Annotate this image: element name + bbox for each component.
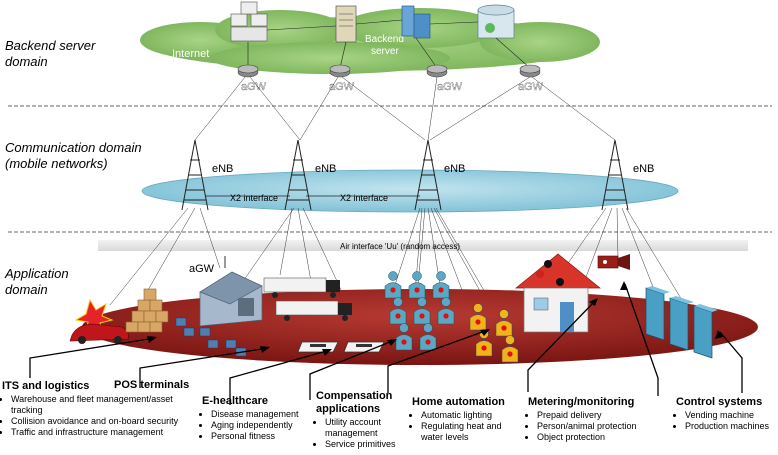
application-domain-label-line2: domain xyxy=(5,282,48,297)
category-item: Aging independently xyxy=(211,420,312,431)
people-cluster xyxy=(384,271,455,351)
air-interface-label: Air interface 'Uu' (random access) xyxy=(340,242,460,251)
category-title: Control systems xyxy=(676,396,763,408)
house-icon xyxy=(515,253,601,333)
enb-tower-icon-4 xyxy=(601,139,629,211)
person-icon xyxy=(408,271,426,299)
category-item: Disease management xyxy=(211,409,312,420)
warehouse-building-icon xyxy=(199,256,263,327)
category-compensation-applications: Compensation applications Utility accoun… xyxy=(316,390,412,450)
cargo-boxes-icon xyxy=(125,288,169,333)
category-item: Automatic lighting xyxy=(421,410,522,421)
category-pos-terminals: POS terminals xyxy=(114,379,214,392)
server-tower-icon xyxy=(335,5,357,43)
truck-icon-1 xyxy=(263,277,340,298)
category-item: Production machines xyxy=(685,421,776,432)
category-metering-monitoring: Metering/monitoring Prepaid delivery Per… xyxy=(528,396,658,443)
data-center-building-icon xyxy=(401,5,431,39)
control-panel-icon-2 xyxy=(669,296,694,351)
category-title: Home automation xyxy=(412,396,505,408)
control-panel-icon-1 xyxy=(645,286,670,341)
backend-domain-label-line2: domain xyxy=(5,54,48,69)
patient-icon xyxy=(495,309,513,337)
category-pointer-arrowheads xyxy=(147,281,723,356)
person-icon xyxy=(395,323,413,351)
category-title: POS terminals xyxy=(114,379,190,391)
backend-server-label-line2: server xyxy=(371,46,399,57)
category-item: Prepaid delivery xyxy=(537,410,658,421)
agw-to-enb-links xyxy=(194,76,616,141)
enb-label-3: eNB xyxy=(444,163,465,175)
backend-domain-label: Backend server domain xyxy=(5,38,95,70)
enb-tower-icon-1 xyxy=(181,139,209,211)
person-icon xyxy=(419,323,437,351)
agw-label-4: aGW xyxy=(518,81,544,93)
enb-label-1: eNB xyxy=(212,163,233,175)
x2-interface-label-2: X2 interface xyxy=(340,193,388,203)
backend-domain-label-line1: Backend server xyxy=(5,38,96,53)
enb-tower-icon-2 xyxy=(284,139,312,211)
category-pointer-arrows xyxy=(29,283,743,405)
category-home-automation: Home automation Automatic lighting Regul… xyxy=(412,396,522,443)
category-item: Traffic and infrastructure management xyxy=(11,427,192,438)
category-its-logistics: ITS and logistics Warehouse and fleet ma… xyxy=(2,380,192,438)
category-title: Metering/monitoring xyxy=(528,396,635,408)
yellow-people-cluster xyxy=(469,303,519,363)
enb-label-2: eNB xyxy=(315,163,336,175)
person-icon xyxy=(389,297,407,325)
agw-router-icon-3 xyxy=(426,64,448,78)
crash-car-icon xyxy=(69,298,129,344)
category-title: E-healthcare xyxy=(202,395,269,407)
category-e-healthcare: E-healthcare Disease management Aging in… xyxy=(202,395,312,442)
backend-server-label-line1: Backend xyxy=(365,34,404,45)
pos-terminal-icon-1 xyxy=(297,341,339,353)
backend-links xyxy=(247,19,531,69)
person-icon xyxy=(413,297,431,325)
pos-terminal-icon-2 xyxy=(343,341,385,353)
agw-router-icon-1 xyxy=(237,64,259,78)
office-building-icon xyxy=(477,4,515,39)
category-item: Collision avoidance and on-board securit… xyxy=(11,416,192,427)
communication-domain-label-line2: (mobile networks) xyxy=(5,156,108,171)
category-item: Service primitives xyxy=(325,439,412,450)
truck-icon-2 xyxy=(275,300,352,321)
server-rack-icon xyxy=(230,1,268,42)
control-panel-icon-3 xyxy=(693,304,718,359)
patient-icon xyxy=(469,303,487,331)
air-interface-bar xyxy=(98,240,748,251)
application-agw-label: aGW xyxy=(189,263,215,275)
x2-interface-label-1: X2 interface xyxy=(230,193,278,203)
agw-label-3: aGW xyxy=(437,81,463,93)
camera-icon xyxy=(597,254,630,270)
agw-router-icon-2 xyxy=(329,64,351,78)
x2-interface-ellipse xyxy=(141,169,679,213)
application-domain-label: Application domain xyxy=(5,266,69,298)
category-item: Vending machine xyxy=(685,410,776,421)
person-icon xyxy=(432,271,450,299)
enb-tower-icon-3 xyxy=(414,139,442,211)
communication-domain-label-line1: Communication domain xyxy=(5,140,142,155)
patient-icon xyxy=(501,335,519,363)
category-item: Person/animal protection xyxy=(537,421,658,432)
enb-label-4: eNB xyxy=(633,163,654,175)
category-title: ITS and logistics xyxy=(2,380,90,392)
agw-router-icon-4 xyxy=(519,64,541,78)
agw-label-2: aGW xyxy=(329,81,355,93)
person-icon xyxy=(384,271,402,299)
category-item: Personal fitness xyxy=(211,431,312,442)
category-title: Compensation applications xyxy=(316,390,393,415)
internet-label: Internet xyxy=(172,48,209,60)
application-domain-label-line1: Application xyxy=(5,266,69,281)
category-control-systems: Control systems Vending machine Producti… xyxy=(676,396,776,432)
person-icon xyxy=(437,297,455,325)
category-item: Warehouse and fleet management/asset tra… xyxy=(11,394,192,416)
category-item: Utility account management xyxy=(325,417,412,439)
category-item: Regulating heat and water levels xyxy=(421,421,522,443)
category-item: Object protection xyxy=(537,432,658,443)
communication-domain-label: Communication domain (mobile networks) xyxy=(5,140,142,172)
agw-label-1: aGW xyxy=(241,81,267,93)
